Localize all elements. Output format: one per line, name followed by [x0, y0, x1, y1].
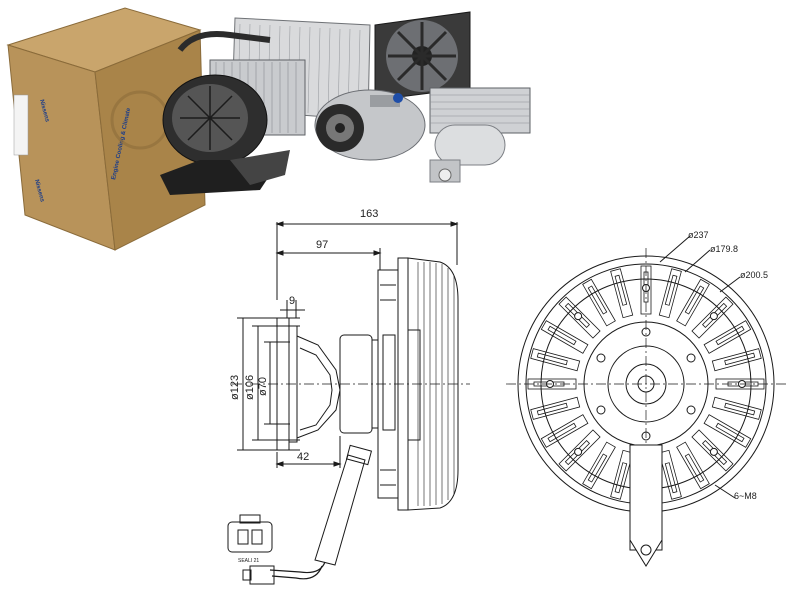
fin-block: [540, 414, 589, 448]
fin-block: [676, 278, 710, 327]
fin-block: [711, 348, 762, 372]
fin-block: [610, 268, 634, 319]
front-view-drawing: [506, 235, 786, 567]
dim-dia-200-5: ø200.5: [740, 270, 768, 280]
dim-dia-123: ø123: [229, 375, 241, 400]
bolt-hole-icon: [596, 353, 606, 363]
side-view-drawing: [232, 221, 470, 585]
blower-motor-icon: [160, 74, 290, 195]
bolt-hole-icon: [686, 405, 696, 415]
radiator-fan-icon: [374, 11, 471, 101]
dim-overall-length: 163: [360, 208, 378, 220]
fin-block: [530, 348, 581, 372]
connector-label: SEALI 21: [238, 558, 259, 564]
fin-block: [582, 441, 616, 490]
outer-bolt-hole-icon: [574, 447, 583, 456]
dim-offset-9: 9: [289, 295, 295, 307]
receiver-drier-icon: [429, 124, 506, 183]
fin-block: [703, 414, 752, 448]
cardboard-box-icon: Nissens Nissens Engine Cooling & Climate: [6, 7, 206, 251]
fin-block: [676, 441, 710, 490]
dim-length-42: 42: [297, 451, 309, 463]
fin-block: [703, 320, 752, 354]
fin-block: [658, 449, 682, 500]
outer-bolt-hole-icon: [709, 447, 718, 456]
connector-pinout-icon: [227, 514, 273, 553]
dim-dia-70: ø70: [257, 377, 269, 396]
bolt-hole-icon: [686, 353, 696, 363]
fin-block: [582, 278, 616, 327]
dim-dia-237: ø237: [688, 230, 709, 240]
fin-block: [658, 268, 682, 319]
product-photo-collage: Nissens Nissens Engine Cooling & Climate: [6, 7, 531, 251]
fin-block: [530, 396, 581, 420]
box-brand: Nissens: [38, 99, 50, 123]
bolt-hole-icon: [596, 405, 606, 415]
dim-length-97: 97: [316, 239, 328, 251]
fin-block: [540, 320, 589, 354]
dim-bolts: 6~M8: [734, 491, 757, 501]
box-brand-lower: Nissens: [33, 179, 45, 203]
dim-dia-179-8: ø179.8: [710, 244, 738, 254]
outer-bolt-hole-icon: [709, 312, 718, 321]
fin-block: [610, 449, 634, 500]
outer-bolt-hole-icon: [574, 312, 583, 321]
dim-dia-106: ø106: [244, 375, 256, 400]
ac-compressor-icon: [314, 89, 426, 161]
fin-block: [711, 396, 762, 420]
